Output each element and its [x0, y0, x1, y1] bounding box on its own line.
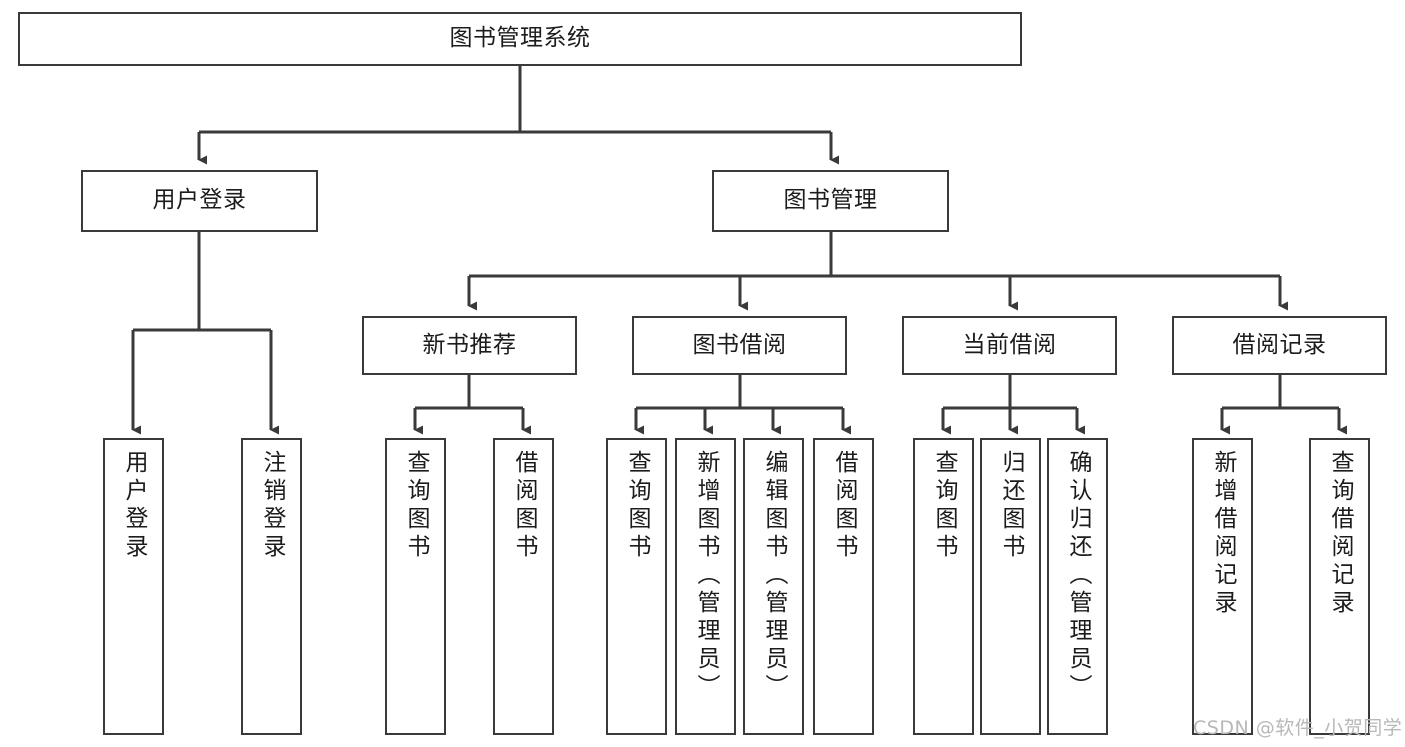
node-label: 新书推荐 — [422, 331, 517, 358]
node-label: 查询图书 — [403, 450, 429, 562]
node-label: 新增借阅记录 — [1210, 450, 1236, 618]
leaf-return-book[interactable]: 归还图书 — [980, 438, 1041, 735]
node-label: 借阅图书 — [511, 450, 537, 562]
node-label: 用户登录 — [121, 450, 147, 562]
leaf-add-borrow-record[interactable]: 新增借阅记录 — [1192, 438, 1253, 735]
leaf-logout[interactable]: 注销登录 — [241, 438, 302, 735]
node-borrow-record[interactable]: 借阅记录 — [1172, 316, 1387, 375]
node-label: 借阅图书 — [831, 450, 857, 562]
leaf-add-book-admin[interactable]: 新增图书（管理员） — [675, 438, 736, 735]
leaf-borrow-book-recommend[interactable]: 借阅图书 — [493, 438, 554, 735]
node-label: 注销登录 — [259, 450, 285, 562]
node-label: 查询图书 — [931, 450, 957, 562]
leaf-query-book-current[interactable]: 查询图书 — [913, 438, 974, 735]
node-label: 新增图书（管理员） — [693, 450, 719, 702]
leaf-borrow-book[interactable]: 借阅图书 — [813, 438, 874, 735]
node-label: 归还图书 — [998, 450, 1024, 562]
node-new-book-recommend[interactable]: 新书推荐 — [362, 316, 577, 375]
csdn-watermark: CSDN @软件_小贺同学 — [1193, 717, 1403, 739]
node-label: 用户登录 — [152, 187, 247, 214]
node-label: 编辑图书（管理员） — [761, 450, 787, 702]
node-label: 当前借阅 — [962, 331, 1057, 358]
leaf-query-book-borrow[interactable]: 查询图书 — [606, 438, 667, 735]
node-current-borrow[interactable]: 当前借阅 — [902, 316, 1117, 375]
node-label: 图书管理系统 — [449, 25, 591, 52]
node-label: 查询图书 — [624, 450, 650, 562]
leaf-user-login[interactable]: 用户登录 — [103, 438, 164, 735]
node-root-system[interactable]: 图书管理系统 — [18, 12, 1022, 66]
node-label: 图书借阅 — [692, 331, 787, 358]
leaf-edit-book-admin[interactable]: 编辑图书（管理员） — [743, 438, 804, 735]
node-book-management[interactable]: 图书管理 — [712, 170, 949, 232]
node-label: 查询借阅记录 — [1327, 450, 1353, 618]
leaf-confirm-return-admin[interactable]: 确认归还（管理员） — [1047, 438, 1108, 735]
node-user-login[interactable]: 用户登录 — [81, 170, 318, 232]
leaf-query-book-recommend[interactable]: 查询图书 — [385, 438, 446, 735]
node-label: 图书管理 — [783, 187, 878, 214]
node-book-borrow[interactable]: 图书借阅 — [632, 316, 847, 375]
node-label: 确认归还（管理员） — [1065, 450, 1091, 702]
leaf-query-borrow-record[interactable]: 查询借阅记录 — [1309, 438, 1370, 735]
node-label: 借阅记录 — [1232, 331, 1327, 358]
